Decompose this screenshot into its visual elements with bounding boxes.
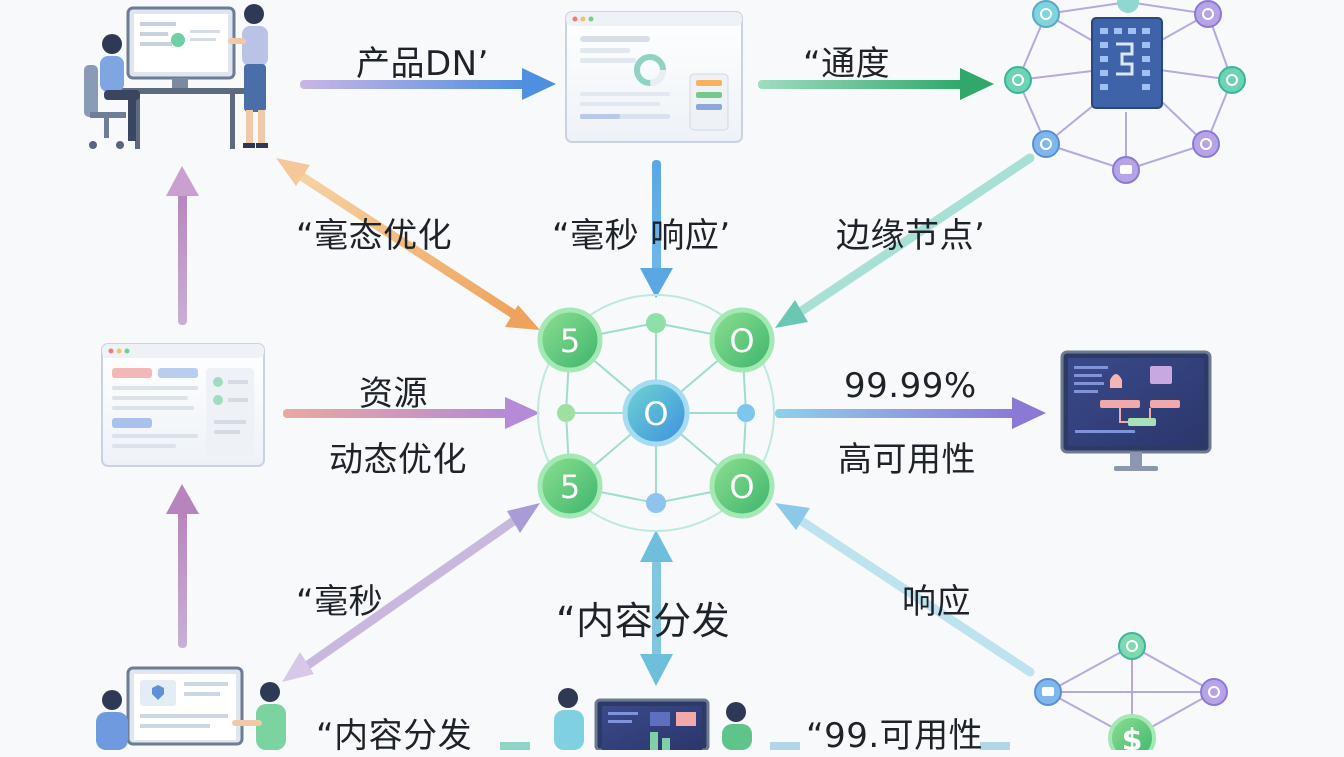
arrow-bottom-left-partial	[500, 742, 530, 750]
arrow-network2-to-hub	[775, 503, 1035, 677]
svg-text:5: 5	[560, 322, 580, 360]
arrow-dashboard-to-network	[758, 68, 994, 100]
edge-network-top	[1004, 0, 1246, 184]
arrow-users-hub-diagonal	[276, 158, 540, 330]
hub-node-bottom-right: O	[709, 453, 775, 519]
label-neirong-fenfa-center: “内容分发	[556, 599, 731, 643]
arrow-left-lower-vertical	[166, 484, 199, 648]
label-xiangying: 响应	[902, 582, 971, 622]
arrow-team-hub-diagonal	[282, 503, 540, 682]
label-dongtai-youhua: 动态优化	[329, 440, 467, 480]
arrow-users-to-dashboard	[300, 68, 556, 100]
label-haomiao-xiangying: “毫秒 响应’	[552, 216, 731, 256]
arrow-left-upper-vertical	[166, 166, 199, 325]
label-gao-keyong: 高可用性	[838, 440, 976, 480]
label-availability-pct: 99.99%	[844, 366, 977, 406]
dashboard-window	[565, 11, 743, 143]
hub-node-bottom-left: 5	[537, 453, 603, 519]
label-ziyuan: 资源	[359, 374, 428, 414]
developers-illustration	[84, 4, 268, 149]
svg-text:O: O	[643, 395, 668, 433]
dollar-icon: $	[1122, 723, 1143, 750]
resource-window	[101, 343, 265, 467]
svg-text:O: O	[729, 468, 754, 506]
monitor-right	[1060, 350, 1212, 471]
label-haomiao: “毫秒	[296, 582, 384, 622]
label-bianyuan-jiedian: 边缘节点’	[836, 216, 986, 256]
content-team-illustration	[554, 688, 752, 750]
svg-text:O: O	[729, 322, 754, 360]
arrow-network-to-hub	[775, 153, 1035, 328]
arrow-resources-to-hub	[283, 397, 540, 429]
label-product-dn: 产品DN’	[356, 44, 489, 84]
label-hao-tai-youhua: “毫态优化	[296, 216, 453, 256]
arrow-dashboard-to-hub	[640, 160, 673, 298]
arrow-content-delivery-vertical	[640, 530, 673, 686]
label-keyong-bottom: “99.可用性	[806, 716, 984, 756]
label-neirong-fenfa-bottom: “内容分发	[316, 716, 473, 756]
hub-node-center: O	[622, 379, 690, 447]
arrow-hub-to-monitor	[775, 397, 1046, 429]
arrow-bottom-right-partial	[770, 742, 1010, 750]
label-tong-du: “通度	[803, 44, 891, 84]
svg-text:5: 5	[560, 468, 580, 506]
hub-node-top-left: 5	[537, 307, 603, 373]
hub-node-top-right: O	[709, 307, 775, 373]
edge-network-bottom: $	[1034, 632, 1228, 750]
team-illustration	[96, 666, 286, 750]
